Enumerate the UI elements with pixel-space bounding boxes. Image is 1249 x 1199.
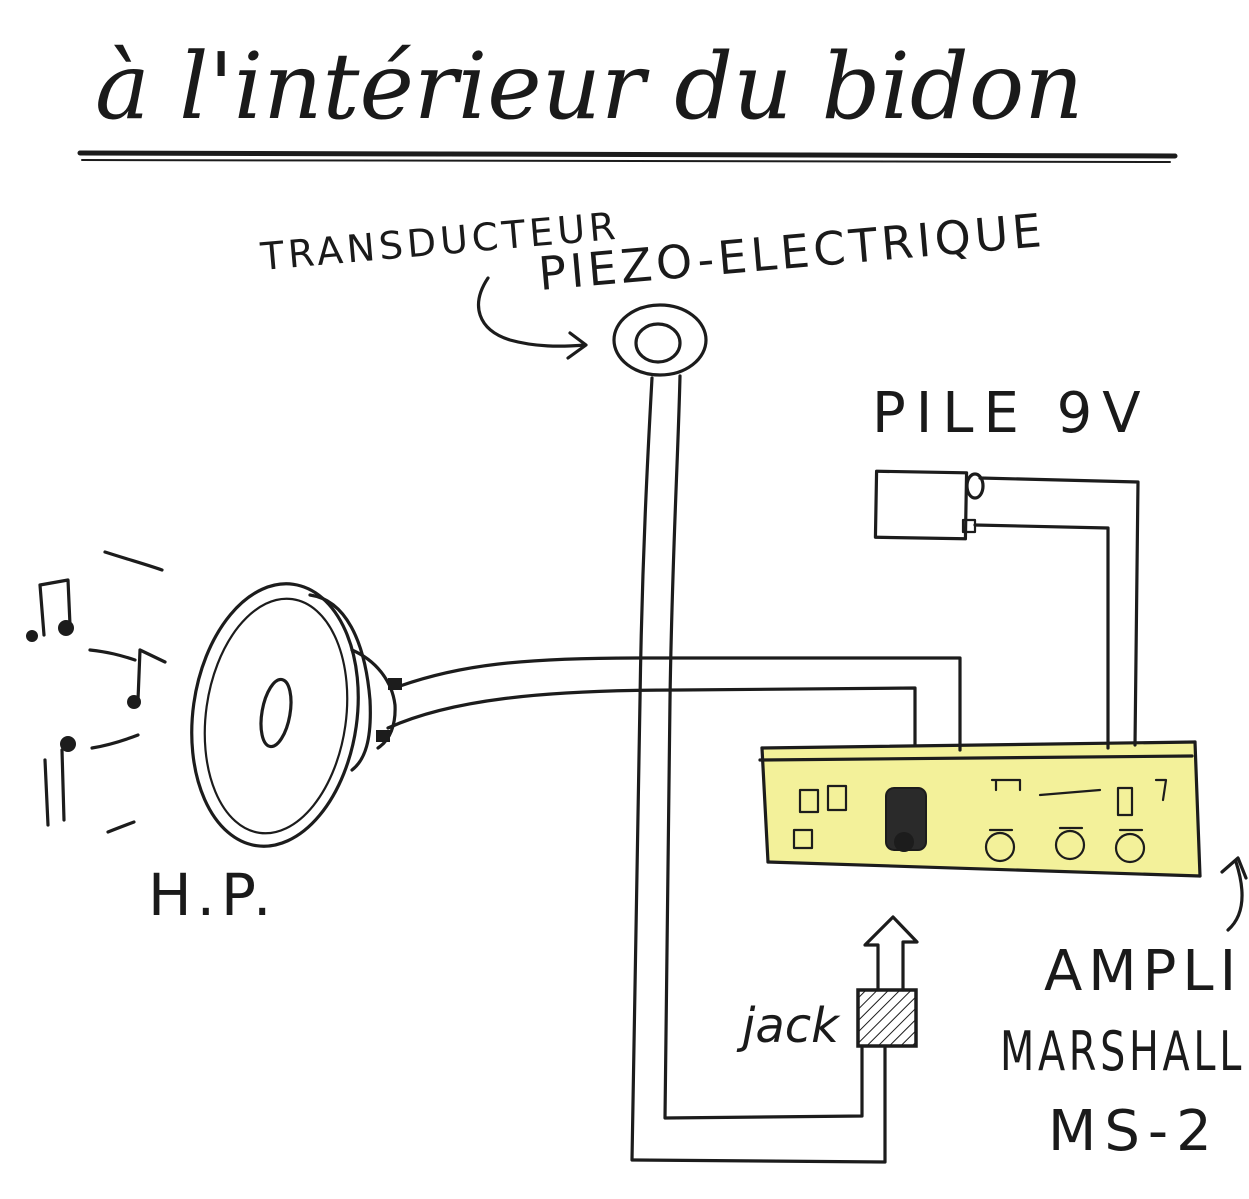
amp-arrow bbox=[1220, 856, 1248, 932]
battery-cable bbox=[973, 476, 1140, 750]
title-underline-2 bbox=[81, 159, 1171, 163]
battery-label: PILE 9V bbox=[872, 381, 1151, 446]
amplifier-board-icon bbox=[758, 740, 1202, 878]
speaker-cable bbox=[386, 656, 962, 752]
amp-label-line1: AMPLI bbox=[1044, 939, 1242, 1004]
title-underline bbox=[77, 150, 1178, 159]
transducer-cable bbox=[630, 374, 887, 1164]
loudspeaker-icon bbox=[190, 582, 402, 848]
speaker-label: H.P. bbox=[148, 861, 277, 929]
music-notes-icon bbox=[26, 550, 167, 834]
battery-9v-icon bbox=[873, 469, 985, 541]
piezo-disc-icon bbox=[612, 303, 708, 377]
transducer-arrow bbox=[477, 276, 588, 360]
amp-label-line3: MS-2 bbox=[1048, 1099, 1220, 1164]
jack-plug-icon bbox=[856, 915, 919, 1048]
amp-label-line2: MARSHALL bbox=[1000, 1020, 1245, 1083]
diagram-title: à l'intérieur du bidon bbox=[95, 33, 1083, 140]
jack-label: jack bbox=[736, 998, 841, 1054]
